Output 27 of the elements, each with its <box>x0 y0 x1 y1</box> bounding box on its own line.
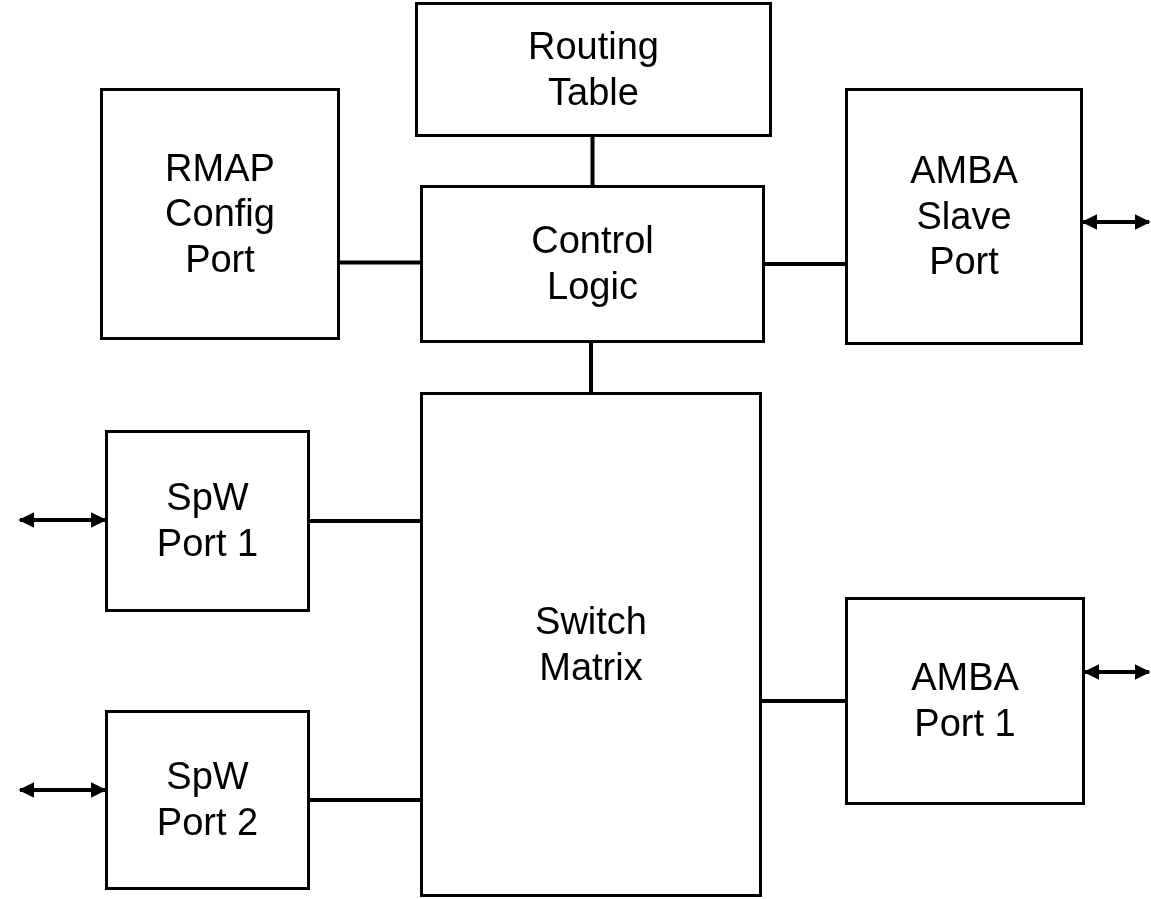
block-box <box>845 597 1085 805</box>
block-box <box>100 88 340 340</box>
arrow <box>1081 214 1151 230</box>
arrow <box>1083 664 1151 680</box>
block-box <box>420 392 762 897</box>
block-label: Switch Matrix <box>534 598 648 690</box>
connector-line <box>762 699 845 703</box>
block-box <box>415 2 772 137</box>
block-box <box>105 710 310 890</box>
connector-line <box>590 137 595 185</box>
block-label: RMAP Config Port <box>164 145 276 282</box>
block-label: SpW Port 2 <box>155 754 260 845</box>
block-label: Control Logic <box>530 218 655 309</box>
arrow <box>18 512 107 528</box>
connector-line <box>589 343 593 392</box>
block-label: Routing Table <box>527 23 660 115</box>
block-box <box>845 88 1083 345</box>
block-label: AMBA Port 1 <box>910 655 1020 746</box>
connector-line <box>340 260 420 265</box>
block-box <box>105 430 310 612</box>
block-box <box>420 185 765 343</box>
arrow <box>18 782 107 798</box>
block-label: SpW Port 1 <box>155 475 260 566</box>
connector-line <box>310 519 420 523</box>
connector-line <box>310 798 420 802</box>
block-label: AMBA Slave Port <box>909 148 1019 285</box>
connector-line <box>765 262 845 266</box>
